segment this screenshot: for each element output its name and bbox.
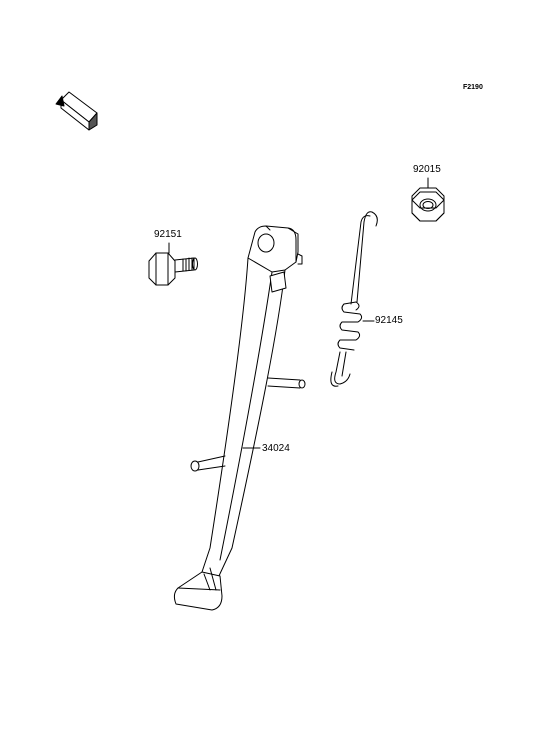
part-label-92015: 92015: [413, 164, 441, 175]
hex-nut-icon: [411, 187, 445, 222]
part-label-92151: 92151: [154, 229, 182, 240]
spring-icon: [330, 211, 378, 387]
front-direction-icon: [55, 91, 98, 131]
part-label-92145: 92145: [375, 315, 403, 326]
bolt-icon: [148, 252, 198, 286]
side-stand-icon: [173, 225, 306, 611]
part-label-34024: 34024: [262, 443, 290, 454]
figure-code: F2190: [463, 84, 483, 91]
